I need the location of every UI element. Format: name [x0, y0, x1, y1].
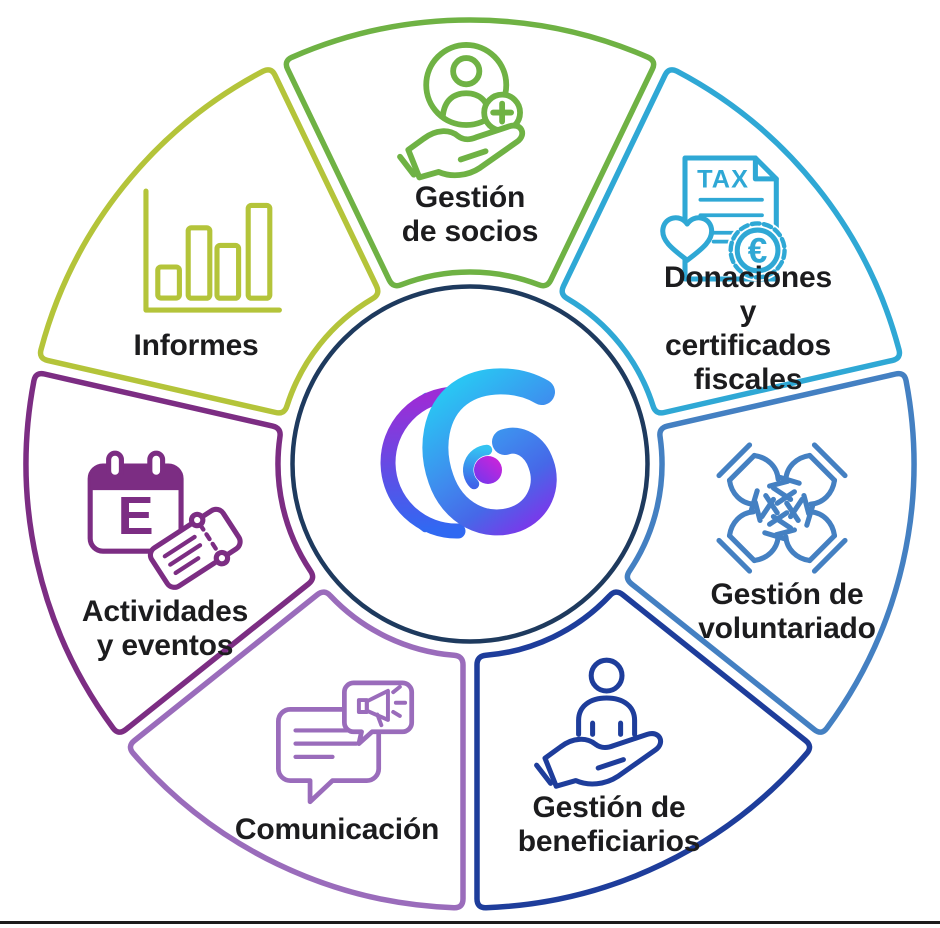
bottom-border-line: [0, 921, 940, 924]
bar-2: [185, 225, 213, 301]
segment-label-comunicacion: Comunicación: [234, 813, 440, 847]
wedge-donaciones-certificados-fiscales: [559, 67, 903, 416]
open-hand: [537, 734, 661, 787]
heart-icon: [660, 215, 715, 263]
chat-megaphone-icon: [276, 680, 415, 805]
megaphone-icon: [356, 684, 408, 728]
wedge-comunicacion: [127, 589, 466, 911]
person-body: [576, 695, 638, 737]
calendar-ticket-icon: E: [87, 450, 243, 590]
logo-main-swirl: [422, 368, 557, 536]
logo-thick-crescent: [380, 386, 466, 539]
person-arms: [590, 720, 624, 737]
wedge-gestion-de-beneficiarios: [474, 589, 813, 911]
ticket-icon: [147, 506, 243, 590]
four-hands-icon: [713, 439, 850, 576]
swirl-person-logo: [380, 368, 557, 539]
document-lines: [698, 197, 764, 244]
segment-label-voluntariado: Gestión de voluntariado: [698, 578, 876, 645]
chart-axes: [143, 188, 282, 313]
member-add-hand-icon: [400, 42, 522, 178]
rosette-inner: [734, 227, 781, 274]
segment-label-donaciones: Donaciones y certificados fiscales: [663, 261, 833, 396]
calendar-ring-right: [147, 450, 166, 480]
segment-wedges: [23, 17, 917, 911]
wedge-actividades-y-eventos: [23, 370, 316, 735]
segment-label-actividades: Actividades y eventos: [81, 595, 249, 662]
logo-inner-comma: [463, 444, 493, 490]
wedge-informes: [37, 67, 381, 416]
document-fold: [752, 155, 779, 182]
bubble-text-lines: [293, 728, 359, 759]
segment-label-beneficiarios: Gestión de beneficiarios: [517, 791, 701, 858]
calendar-ring-left: [106, 450, 124, 480]
rosette-scallop: [728, 221, 787, 280]
wedge-gestion-de-voluntariado: [624, 370, 917, 735]
calendar-letter: E: [118, 486, 154, 546]
euro-icon: €: [748, 232, 768, 271]
bar-4: [245, 202, 273, 301]
tax-text: TAX: [697, 166, 749, 194]
segment-label-gestion-de-socios: Gestión de socios: [401, 181, 539, 248]
member-head: [450, 55, 483, 88]
person-head: [588, 657, 625, 694]
bar-1: [155, 264, 182, 301]
person-in-hand-icon: [537, 657, 661, 787]
tax-heart-euro-icon: TAX €: [660, 155, 789, 282]
open-hand: [400, 126, 522, 178]
bar-chart-icon: [143, 188, 282, 313]
bar-3: [214, 242, 242, 301]
segment-label-informes: Informes: [133, 329, 259, 363]
wedge-gestion-de-socios: [283, 17, 657, 289]
plus-icon: [490, 100, 514, 125]
logo-center-dot: [474, 456, 502, 484]
